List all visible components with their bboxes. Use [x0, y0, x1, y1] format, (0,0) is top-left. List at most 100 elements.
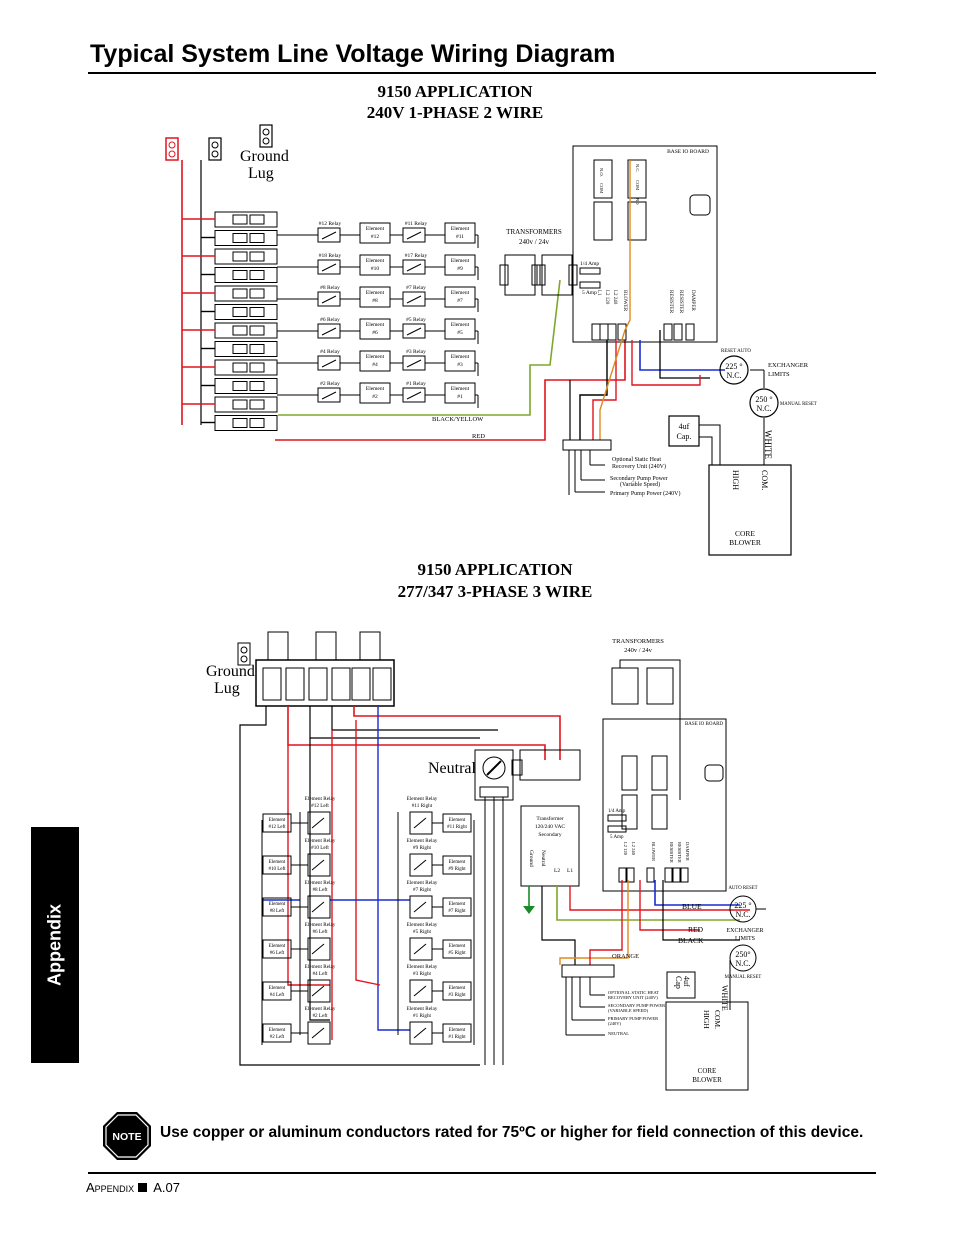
d2-board-label: BASE IO BOARD [685, 722, 723, 727]
d1-element-box [444, 286, 476, 308]
d1-terminal-label: L2 240 [612, 290, 617, 305]
d1-element-box [444, 222, 476, 244]
d2-relay-label: #4 Left [312, 970, 328, 977]
d1-terminal [599, 323, 609, 341]
d2-wire-black: BLACK [678, 936, 704, 945]
d2-relay-label: #11 Right [412, 803, 433, 809]
d2-element-label: #7 Right [448, 909, 466, 914]
footer-page-number: A.07 [153, 1180, 180, 1195]
d1-terminal-label: RESISTER [678, 290, 683, 314]
d2-wire-blue: BLUE [682, 902, 702, 911]
d2-fuse-1: 1/4 Amp [608, 809, 626, 814]
d1-base-io-board [572, 145, 718, 343]
d2-transformer-1 [611, 667, 639, 705]
d2-terminal [672, 867, 681, 883]
d1-board-relays [593, 159, 647, 241]
d1-blower-label-1: CORE [735, 529, 755, 538]
d1-element-box [359, 382, 391, 404]
d2-relay-label: Element Relay [407, 838, 438, 844]
d2-relay-contact [409, 853, 433, 877]
d1-blower-high: HIGH [731, 470, 740, 490]
d2-blower-label-2: BLOWER [692, 1076, 722, 1084]
d2-relay-label: #10 Left [311, 844, 329, 851]
footer-square-icon [138, 1183, 148, 1192]
d2-element-label: #6 Left [270, 951, 285, 956]
d1-terminal-label: RESISTER [668, 290, 673, 314]
d2-heading-2: 277/347 3-PHASE 3 WIRE [398, 582, 593, 601]
d1-element-label: Element [451, 386, 470, 392]
d2-relay-label: #2 Left [312, 1012, 328, 1019]
d2-three-phase-disconnect [255, 631, 395, 707]
d2-element-label: #1 Right [448, 1035, 466, 1040]
d2-limit-225-temp: 225 ° [734, 901, 751, 910]
d1-element-label: #9 [457, 266, 463, 272]
d1-breaker [214, 230, 278, 246]
d2-fuse-2: 5 Amp [610, 835, 624, 840]
d1-wire-black-yellow: BLACK/YELLOW [432, 416, 484, 423]
d1-element-label: Element [366, 354, 385, 360]
d1-relay-label: #8 Relay [320, 285, 340, 291]
d2-aux-note: RECOVERY UNIT (240V) [608, 995, 658, 1000]
d2-element-label: Element [449, 818, 466, 823]
d1-breaker [214, 396, 278, 413]
d2-relay-label: Element Relay [305, 880, 336, 886]
d2-ground-label-2: Lug [214, 680, 240, 697]
d2-element-label: Element [449, 986, 466, 991]
d1-element-label: Element [451, 322, 470, 328]
d1-breaker [214, 248, 278, 265]
d1-relay-contact-label: N.C. [635, 164, 640, 173]
d2-capacitor [666, 971, 696, 999]
note-text: Use copper or aluminum conductors rated … [160, 1124, 864, 1141]
d2-element-label: Element [449, 944, 466, 949]
d2-secondary-transformer [519, 749, 581, 781]
d1-element-label: Element [366, 226, 385, 232]
d1-terminal-l1 [165, 137, 179, 161]
d1-cap-label: Cap. [677, 432, 692, 441]
d1-manual-reset: MANUAL RESET [780, 402, 817, 407]
d1-blower-com: COM. [760, 470, 769, 490]
side-tab-label: Appendix [44, 903, 65, 987]
d2-relay-label: #8 Left [312, 886, 328, 893]
d1-element-label: Element [366, 322, 385, 328]
d1-terminal [685, 323, 695, 341]
d1-terminal [663, 323, 673, 341]
d1-capacitor [668, 415, 700, 447]
d2-relay-label: Element Relay [305, 838, 336, 844]
d1-element-box [444, 318, 476, 340]
d1-relay-label: #4 Relay [320, 349, 340, 355]
d1-board-label: BASE IO BOARD [667, 149, 709, 155]
d1-aux-note: Optional Static Heat [612, 457, 661, 463]
d1-breaker [214, 285, 278, 302]
d1-terminal-label: L1 [596, 290, 601, 296]
d1-aux-note: Primary Pump Power (240V) [610, 490, 681, 497]
d1-aux-note: (Variable Speed) [620, 481, 660, 488]
d2-terminal-label: L2 120 [623, 842, 628, 856]
d2-aux-note: SECONDARY PUMP POWER [608, 1003, 665, 1008]
d2-limit-250-temp: 250° [735, 950, 750, 959]
d2-ground-label-1: Ground [206, 663, 255, 680]
d2-relay-label: Element Relay [407, 964, 438, 970]
d1-heading-1: 9150 APPLICATION [377, 82, 533, 101]
note-octagon-icon [103, 1112, 151, 1160]
d1-element-label: #12 [371, 234, 380, 240]
d2-terminal-label: RESISTER [677, 842, 682, 863]
d1-breaker [214, 267, 278, 283]
d1-exchanger-label-2: LIMITS [768, 371, 790, 378]
d2-relay-contact [307, 811, 331, 835]
d1-wire-white: WHITE [763, 430, 773, 459]
d1-relay-label: #1 Relay [406, 381, 426, 387]
d2-aux-note: NEUTRAL [608, 1031, 629, 1036]
d2-transformer-box-label: Transformer [536, 815, 563, 822]
d2-blower-high: HIGH [702, 1010, 711, 1029]
d2-transformers-label-1: TRANSFORMERS [612, 638, 664, 645]
d1-element-label: Element [366, 290, 385, 296]
d2-relay-label: Element Relay [407, 880, 438, 886]
d2-limit-225-nc: N.C. [735, 910, 750, 919]
d2-aux-note: (240V) [608, 1021, 621, 1026]
d1-element-label: Element [451, 226, 470, 232]
d2-terminal [680, 867, 689, 883]
d2-transformer-box [520, 805, 580, 887]
d1-relay-label: #11 Relay [405, 221, 427, 227]
